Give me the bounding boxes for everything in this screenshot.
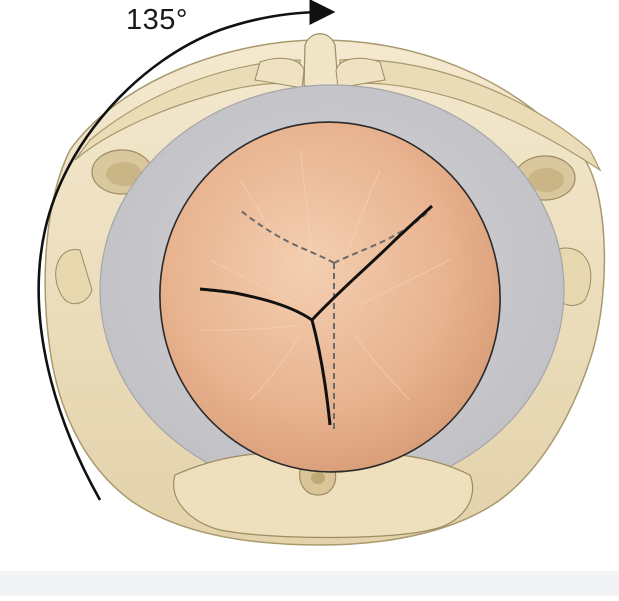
rotation-angle-label: 135° [126,4,188,37]
pubic-symphysis [304,34,338,91]
bottom-strip [0,571,619,596]
coccyx-tip [311,472,325,484]
